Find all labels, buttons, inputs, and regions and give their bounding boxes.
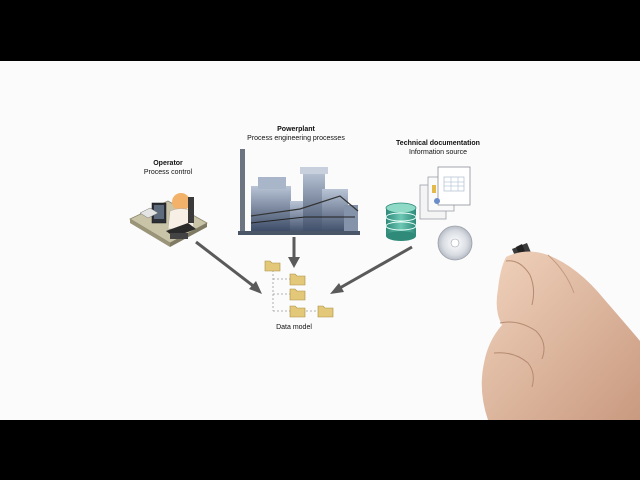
folder-icon [317,305,334,318]
letterbox-bottom [0,420,640,480]
database-icon [385,202,417,241]
operator-workstation-icon [129,193,208,247]
data-model-label: Data model [266,323,322,332]
documentation-label: Technical documentation Information sour… [386,139,490,157]
documentation-subtitle: Information source [409,149,467,156]
folder-icon [264,260,281,272]
letterbox-top [0,0,640,61]
hand-with-marker [481,243,640,420]
power-plant-icon [238,149,360,235]
operator-subtitle: Process control [143,169,193,176]
folder-icon [289,288,306,301]
folder-icon [289,305,306,318]
cd-disc-icon [437,225,473,261]
diagram-graphics [129,149,640,420]
folder-icon [289,273,306,286]
powerplant-subtitle: Process engineering processes [247,135,345,142]
documentation-title: Technical documentation [396,140,480,147]
document-stack-icon [419,166,471,220]
operator-title: Operator [153,160,183,167]
operator-label: Operator Process control [128,159,208,177]
data-model-tree [264,260,334,318]
data-model-title: Data model [276,324,312,331]
powerplant-label: Powerplant Process engineering processes [236,125,356,143]
whiteboard-canvas: Operator Process control Powerplant Proc… [0,61,640,420]
arrows [195,237,413,294]
powerplant-title: Powerplant [277,126,315,133]
